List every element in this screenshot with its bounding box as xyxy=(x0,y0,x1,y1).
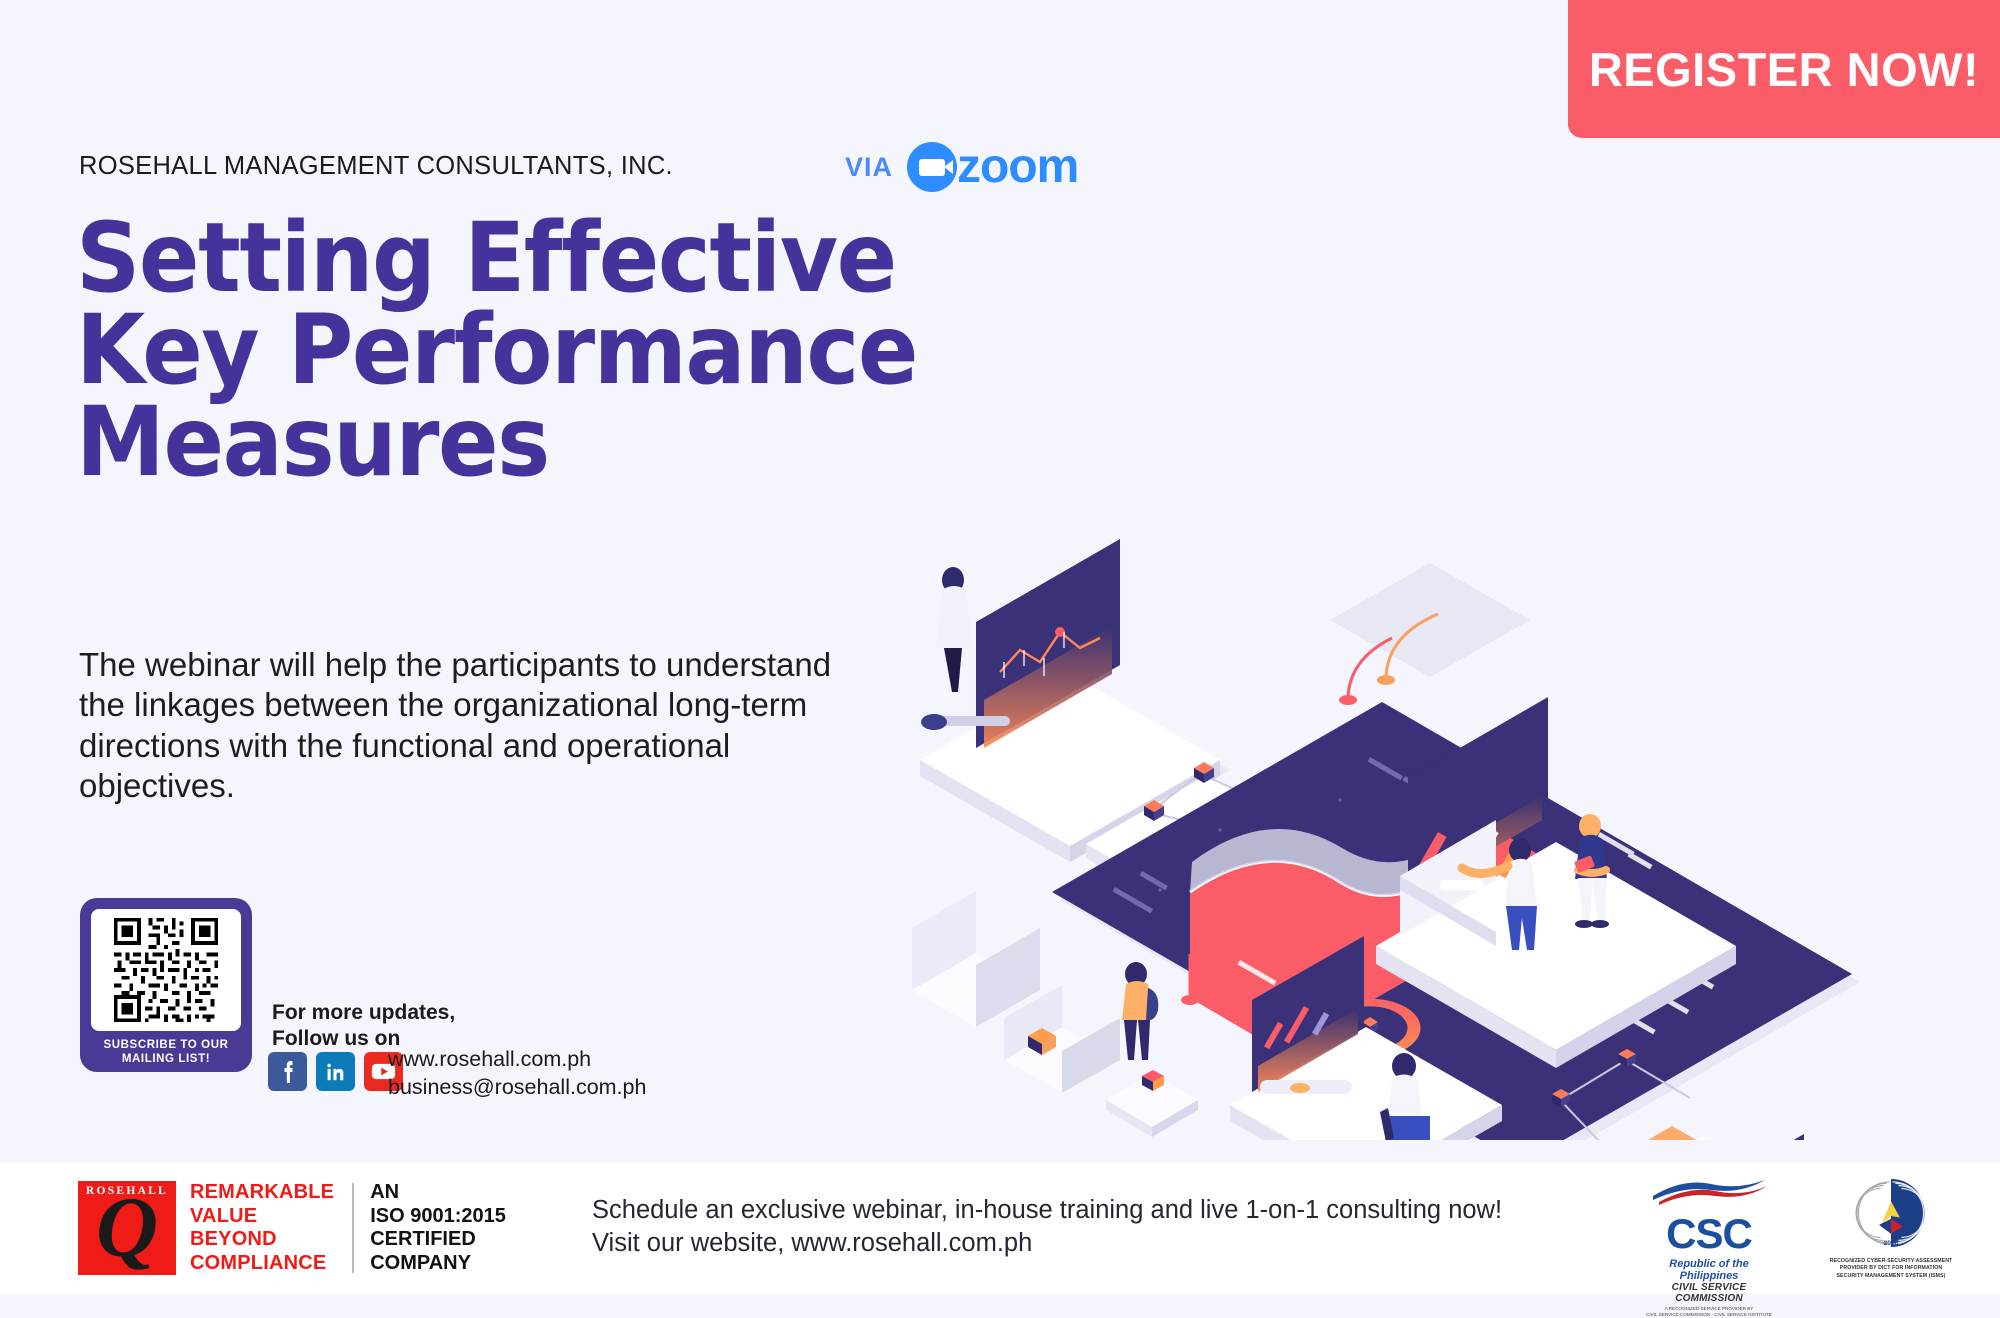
register-now-button[interactable]: REGISTER NOW! xyxy=(1568,0,2000,138)
rosehall-monogram: Q xyxy=(95,1181,159,1275)
rosehall-brand: ROSEHALL xyxy=(85,1185,169,1197)
contact-info: www.rosehall.com.ph business@rosehall.co… xyxy=(388,1047,647,1099)
page-title: Setting Effective Key Performance Measur… xyxy=(76,202,918,499)
accreditation-badges: CSC Republic of the Philippines CIVIL SE… xyxy=(1644,1176,1966,1318)
isometric-data-dashboard-illustration xyxy=(900,400,1990,1318)
platform-presentation xyxy=(1376,697,1736,1068)
dict-cybersecurity-badge: 2016 RECOGNIZED CYBER-SECURITY ASSESSMEN… xyxy=(1816,1176,1966,1280)
csc-letters: CSC xyxy=(1666,1210,1753,1257)
csc-ribbon-icon xyxy=(1653,1180,1767,1205)
csc-line-3: A RECOGNIZED SERVICE PROVIDER BY CIVIL S… xyxy=(1646,1306,1772,1318)
via-zoom-badge: VIA zoom xyxy=(845,140,1079,193)
linkedin-icon[interactable] xyxy=(316,1052,355,1091)
footer-divider xyxy=(352,1183,355,1274)
csc-line-1: Republic of the Philippines xyxy=(1669,1258,1749,1282)
social-links xyxy=(268,1052,403,1091)
dict-caption: RECOGNIZED CYBER-SECURITY ASSESSMENT PRO… xyxy=(1829,1258,1953,1279)
rosehall-q-mark: ROSEHALL Q xyxy=(78,1181,176,1275)
connection-pins xyxy=(1181,612,1439,1005)
company-name: ROSEHALL MANAGEMENT CONSULTANTS, INC. xyxy=(79,152,673,180)
rosehall-tagline: REMARKABLE VALUE BEYOND COMPLIANCE xyxy=(190,1181,335,1274)
register-now-label: REGISTER NOW! xyxy=(1588,42,1980,96)
platform-analyst xyxy=(920,539,1220,862)
follow-us-heading: For more updates, Follow us on xyxy=(272,1001,456,1051)
video-camera-icon xyxy=(907,142,958,192)
right-network-cluster xyxy=(1552,1049,1691,1143)
facebook-icon[interactable] xyxy=(268,1052,307,1091)
person-seated xyxy=(1380,1053,1430,1146)
person-with-notebook xyxy=(1574,814,1610,928)
svg-text:2016: 2016 xyxy=(1884,1240,1899,1247)
iso-certification: AN ISO 9001:2015 CERTIFIED COMPANY xyxy=(370,1181,506,1274)
zoom-logo: zoom xyxy=(907,140,1079,193)
via-label: VIA xyxy=(845,151,894,182)
platform-steps xyxy=(912,891,1198,1137)
footer-bar: ROSEHALL Q REMARKABLE VALUE BEYOND COMPL… xyxy=(0,1162,2000,1317)
subscribe-caption: SUBSCRIBE TO OUR MAILING LIST! xyxy=(103,1039,229,1065)
footer-message: Schedule an exclusive webinar, in-house … xyxy=(592,1196,1503,1257)
qr-code-icon xyxy=(91,909,241,1031)
dict-seal-icon: 2016 xyxy=(1855,1177,1927,1249)
person-standing-left xyxy=(936,567,972,692)
csc-line-2: CIVIL SERVICE COMMISSION xyxy=(1671,1282,1747,1304)
youtube-icon[interactable] xyxy=(364,1052,403,1091)
csc-badge: CSC Republic of the Philippines CIVIL SE… xyxy=(1644,1176,1774,1318)
webinar-description: The webinar will help the participants t… xyxy=(79,646,832,804)
subscribe-qr-card[interactable]: SUBSCRIBE TO OUR MAILING LIST! xyxy=(80,898,252,1072)
zoom-wordmark: zoom xyxy=(957,140,1079,193)
person-presenting xyxy=(1457,838,1537,950)
person-with-backpack xyxy=(1122,962,1159,1060)
rosehall-logo: ROSEHALL Q REMARKABLE VALUE BEYOND COMPL… xyxy=(78,1181,506,1275)
